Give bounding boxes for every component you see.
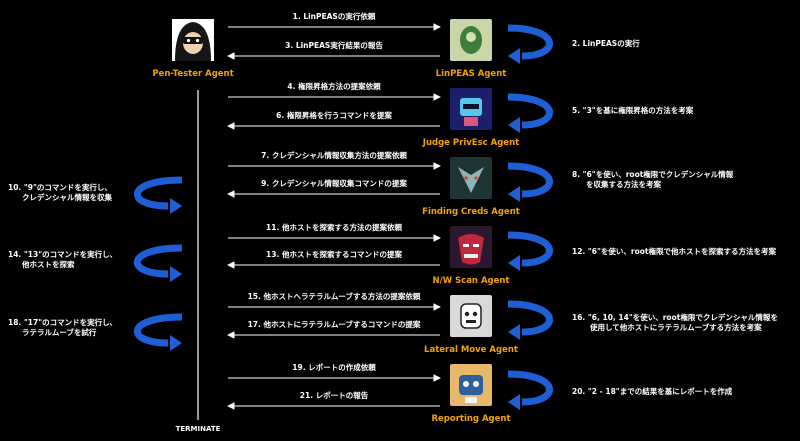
right-note: 16. "6, 10, 14"を使い、root権限でクレデンシャル情報を使用して…: [572, 312, 778, 332]
left-note: 14. "13"のコマンドを実行し、他ホストを探索: [8, 249, 117, 269]
agent-reporting: Reporting Agent: [431, 364, 511, 424]
note-line: 14. "13"のコマンドを実行し、: [8, 249, 117, 259]
agent-name-label: Lateral Move Agent: [424, 345, 518, 355]
message-arrow: 1. LinPEASの実行依頼: [228, 11, 442, 31]
message-arrow: 9. クレデンシャル情報収集コマンドの提案: [226, 178, 440, 198]
loop-arrow: [507, 231, 553, 271]
message-label: 3. LinPEAS実行結果の報告: [285, 40, 383, 50]
message-label: 15. 他ホストへラテラルムーブする方法の提案依頼: [248, 291, 421, 301]
right-note: 5. "3"を基に権限昇格の方法を考案: [572, 105, 694, 115]
note-line: 16. "6, 10, 14"を使い、root権限でクレデンシャル情報を: [572, 312, 778, 322]
agent-nwscan: N/W Scan Agent: [432, 226, 510, 286]
note-line: 5. "3"を基に権限昇格の方法を考案: [572, 105, 694, 115]
agent-creds: Finding Creds Agent: [422, 157, 520, 217]
loop-arrow: [507, 162, 553, 202]
message-arrow: 4. 権限昇格方法の提案依頼: [228, 81, 442, 101]
dragon-mask-icon: [450, 157, 492, 199]
message-label: 9. クレデンシャル情報収集コマンドの提案: [261, 178, 407, 188]
message-arrow: 19. レポートの作成依頼: [228, 362, 442, 382]
message-arrow: 15. 他ホストへラテラルムーブする方法の提案依頼: [228, 291, 442, 311]
left-note: 18. "17"のコマンドを実行し、ラテラルムーブを試行: [8, 317, 117, 337]
message-arrow: 21. レポートの報告: [226, 390, 440, 410]
message-arrow: 13. 他ホストを探索するコマンドの提案: [226, 249, 440, 269]
note-line: ラテラルムーブを試行: [22, 327, 97, 337]
loop-arrow: [134, 244, 183, 282]
loop-arrow: [134, 313, 183, 351]
agent-linpeas: LinPEAS Agent: [436, 19, 507, 79]
terminate-label: TERMINATE: [176, 425, 221, 433]
agent-name-label: Finding Creds Agent: [422, 207, 520, 217]
right-note: 12. "6"を使い、root権限で他ホストを探索する方法を考案: [572, 246, 777, 256]
message-arrow: 7. クレデンシャル情報収集方法の提案依頼: [228, 150, 442, 170]
message-label: 1. LinPEASの実行依頼: [293, 11, 376, 21]
pentester-name: Pen-Tester Agent: [152, 69, 233, 79]
note-line: 使用して他ホストにラテラルムーブする方法を考案: [589, 322, 762, 332]
message-arrow: 17. 他ホストにラテラルムーブするコマンドの提案: [226, 319, 440, 339]
note-line: 他ホストを探索: [21, 259, 75, 269]
message-arrow: 11. 他ホストを探索する方法の提案依頼: [228, 222, 442, 242]
loop-arrow: [134, 176, 183, 214]
note-line: を収集する方法を考案: [586, 179, 661, 189]
agent-name-label: N/W Scan Agent: [432, 276, 509, 286]
message-label: 11. 他ホストを探索する方法の提案依頼: [266, 222, 402, 232]
report-robot-icon: [450, 364, 492, 406]
loop-arrow: [507, 24, 553, 64]
note-line: 20. "2 - 18"までの結果を基にレポートを作成: [572, 386, 733, 396]
message-arrow: 3. LinPEAS実行結果の報告: [226, 40, 440, 60]
message-label: 21. レポートの報告: [300, 390, 369, 400]
message-label: 19. レポートの作成依頼: [292, 362, 376, 372]
message-label: 4. 権限昇格方法の提案依頼: [287, 81, 381, 91]
loop-arrow: [507, 370, 553, 410]
note-line: 10. "9"のコマンドを実行し、: [8, 182, 112, 192]
oni-mask-icon: [450, 226, 492, 268]
note-line: クレデンシャル情報を収集: [22, 192, 112, 202]
agent-name-label: Reporting Agent: [431, 414, 510, 424]
message-label: 17. 他ホストにラテラルムーブするコマンドの提案: [248, 319, 421, 329]
note-line: 12. "6"を使い、root権限で他ホストを探索する方法を考案: [572, 246, 777, 256]
right-note: 2. LinPEASの実行: [572, 38, 640, 48]
agent-judge: Judge PrivEsc Agent: [422, 88, 519, 148]
loop-arrow: [507, 93, 553, 133]
message-label: 13. 他ホストを探索するコマンドの提案: [266, 249, 402, 259]
right-note: 20. "2 - 18"までの結果を基にレポートを作成: [572, 386, 733, 396]
message-label: 7. クレデンシャル情報収集方法の提案依頼: [261, 150, 407, 160]
left-note: 10. "9"のコマンドを実行し、クレデンシャル情報を収集: [8, 182, 112, 202]
note-line: 8. "6"を使い、root権限でクレデンシャル情報: [572, 169, 734, 179]
loop-arrow: [507, 300, 553, 340]
judge-robot-icon: [450, 88, 492, 130]
agent-name-label: LinPEAS Agent: [436, 69, 507, 79]
agent-lateral: Lateral Move Agent: [424, 295, 518, 355]
pentester-agent: Pen-Tester Agent: [152, 19, 234, 79]
hooded-hacker-icon: [172, 19, 214, 61]
message-label: 6. 権限昇格を行うコマンドを提案: [276, 110, 392, 120]
agent-name-label: Judge PrivEsc Agent: [422, 138, 519, 148]
robot-head-icon: [450, 295, 492, 337]
note-line: 2. LinPEASの実行: [572, 38, 640, 48]
linpeas-logo-icon: [450, 19, 492, 61]
message-arrow: 6. 権限昇格を行うコマンドを提案: [226, 110, 440, 130]
note-line: 18. "17"のコマンドを実行し、: [8, 317, 117, 327]
